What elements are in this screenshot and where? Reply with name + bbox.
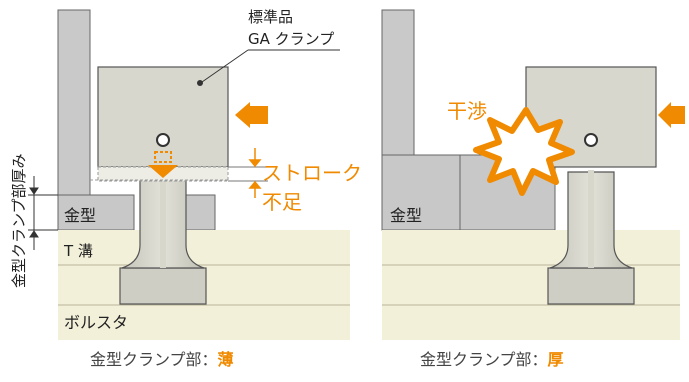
left-clamp-body <box>97 66 229 168</box>
product-label-line2: GA クランプ <box>248 30 334 48</box>
interference-label: 干渉 <box>447 99 487 123</box>
right-upper-plate <box>381 9 415 156</box>
right-caption: 金型クランプ部：厚 <box>420 350 564 369</box>
right-die-label: 金型 <box>390 206 422 225</box>
left-upper-plate <box>57 9 91 196</box>
stroke-label-line2: 不足 <box>262 190 302 214</box>
thickness-label: 金型クランプ部厚み <box>10 153 28 288</box>
right-die-block <box>381 154 461 231</box>
thickness-dimension <box>28 176 58 250</box>
right-pivot-icon <box>584 133 598 147</box>
tslot-label: T 溝 <box>63 242 93 260</box>
left-push-arrow-icon <box>235 102 250 128</box>
interference-burst-icon <box>473 107 575 196</box>
left-die-block <box>57 194 135 231</box>
right-tslot-nut <box>547 267 635 305</box>
left-caption-emphasis: 薄 <box>218 350 234 369</box>
left-caption: 金型クランプ部：薄 <box>90 350 234 369</box>
right-push-arrow-icon <box>658 102 671 128</box>
left-panel: ストローク 不足 標準品 GA クランプ 金型 T 溝 ボルスタ 金型クランプ部… <box>10 8 362 369</box>
left-down-arrow-icon <box>148 151 178 178</box>
left-label-dot <box>197 80 203 86</box>
right-caption-emphasis: 厚 <box>548 350 564 369</box>
product-label-line1: 標準品 <box>248 8 293 26</box>
left-die-label: 金型 <box>64 206 96 225</box>
right-panel: 干渉 金型 金型クランプ部：厚 <box>381 9 685 369</box>
stroke-dimension <box>228 148 268 198</box>
left-tslot-nut <box>119 267 207 305</box>
stroke-label-line1: ストローク <box>262 161 362 185</box>
bolster-label: ボルスタ <box>64 313 128 332</box>
right-bolster <box>382 230 680 340</box>
left-pivot-icon <box>156 133 170 147</box>
